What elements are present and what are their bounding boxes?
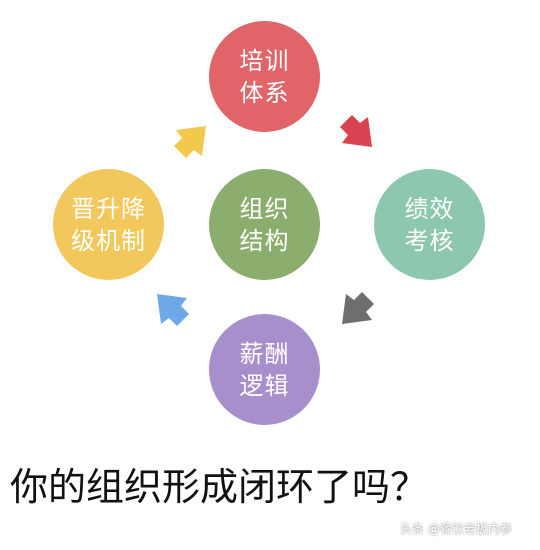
arrow-left-to-top-shape: [174, 126, 206, 158]
arrow-left-to-top-icon: [174, 126, 206, 158]
node-training-system-label: 培训 体系: [239, 46, 290, 107]
node-promotion-mechanism-label: 晋升降 级机制: [71, 194, 146, 255]
node-organization-structure-label: 组织 结构: [239, 194, 290, 255]
arrow-top-to-right-shape: [340, 115, 372, 147]
arrow-bottom-to-left-icon: [157, 294, 189, 326]
node-performance-assessment: 绩效 考核: [374, 169, 485, 280]
cycle-diagram: 培训 体系 晋升降 级机制 组织 结构 绩效 考核 薪酬 逻辑: [53, 21, 485, 425]
node-organization-structure: 组织 结构: [209, 169, 320, 280]
node-compensation-logic-label: 薪酬 逻辑: [239, 339, 290, 400]
arrow-right-to-bottom-icon: [342, 292, 374, 324]
watermark-text: 头条 @餐饮老板内参: [400, 522, 512, 536]
arrow-right-to-bottom-shape: [342, 292, 374, 324]
node-promotion-mechanism: 晋升降 级机制: [53, 169, 164, 280]
node-training-system: 培训 体系: [209, 21, 320, 132]
node-compensation-logic: 薪酬 逻辑: [209, 314, 320, 425]
arrow-bottom-to-left-shape: [157, 294, 189, 326]
node-performance-assessment-label: 绩效 考核: [404, 194, 455, 255]
arrow-top-to-right-icon: [340, 115, 372, 147]
caption-question: 你的组织形成闭环了吗？: [10, 465, 429, 509]
